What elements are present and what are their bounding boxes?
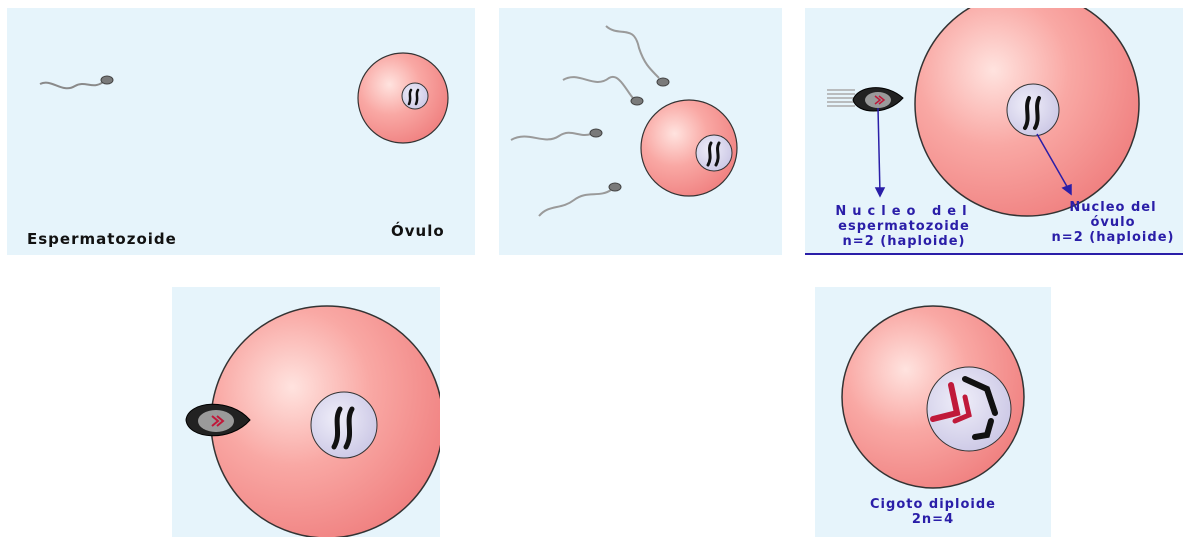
sperm-head [590,129,602,137]
panel-sperm-entering [172,287,440,537]
sperm-cell [40,76,113,88]
sperm-cell [827,88,903,111]
sperm-cell [539,190,611,216]
sperm-head [609,183,621,191]
panel-4-illustration [172,287,440,537]
zygote-label-line2: 2n=4 [853,512,1013,527]
ovum-nucleus-label: Nucleo del óvulo n=2 (haploide) [1043,200,1183,245]
panel-sperm-and-ovum: Espermatozoide Óvulo [7,8,475,255]
ovum-label: Óvulo [391,222,445,240]
panel-sperm-approaching [499,8,782,255]
sperm-cell [511,133,591,140]
zygote-label: Cigoto diploide 2n=4 [853,497,1013,527]
ovum-nucleus-label-line2: óvulo [1043,215,1183,230]
ovum-cell [358,53,448,143]
ovum-cell [915,8,1139,216]
panel-1-illustration [7,8,475,255]
sperm-cell [563,77,633,98]
panel-2-illustration [499,8,782,255]
ovum-nucleus-label-line1: Nucleo del [1043,200,1183,215]
sperm-nucleus-label-line1: Nucleo del [819,204,989,219]
sperm-nucleus-label: Nucleo del espermatozoide n=2 (haploide) [819,204,989,249]
ovum-cell [641,100,737,196]
zygote-cell [842,306,1024,488]
ovum-nucleus-label-line3: n=2 (haploide) [1043,230,1183,245]
sperm-head [631,97,643,105]
sperm-nucleus-label-line3: n=2 (haploide) [819,234,989,249]
sperm-cell [606,26,659,78]
zygote-label-line1: Cigoto diploide [853,497,1013,512]
sperm-head [657,78,669,86]
sperm-nucleus-label-line2: espermatozoide [819,219,989,234]
sperm-label: Espermatozoide [27,230,177,248]
panel-nuclei-labeled: Nucleo del espermatozoide n=2 (haploide)… [805,8,1183,255]
panel-zygote: Cigoto diploide 2n=4 [815,287,1051,537]
